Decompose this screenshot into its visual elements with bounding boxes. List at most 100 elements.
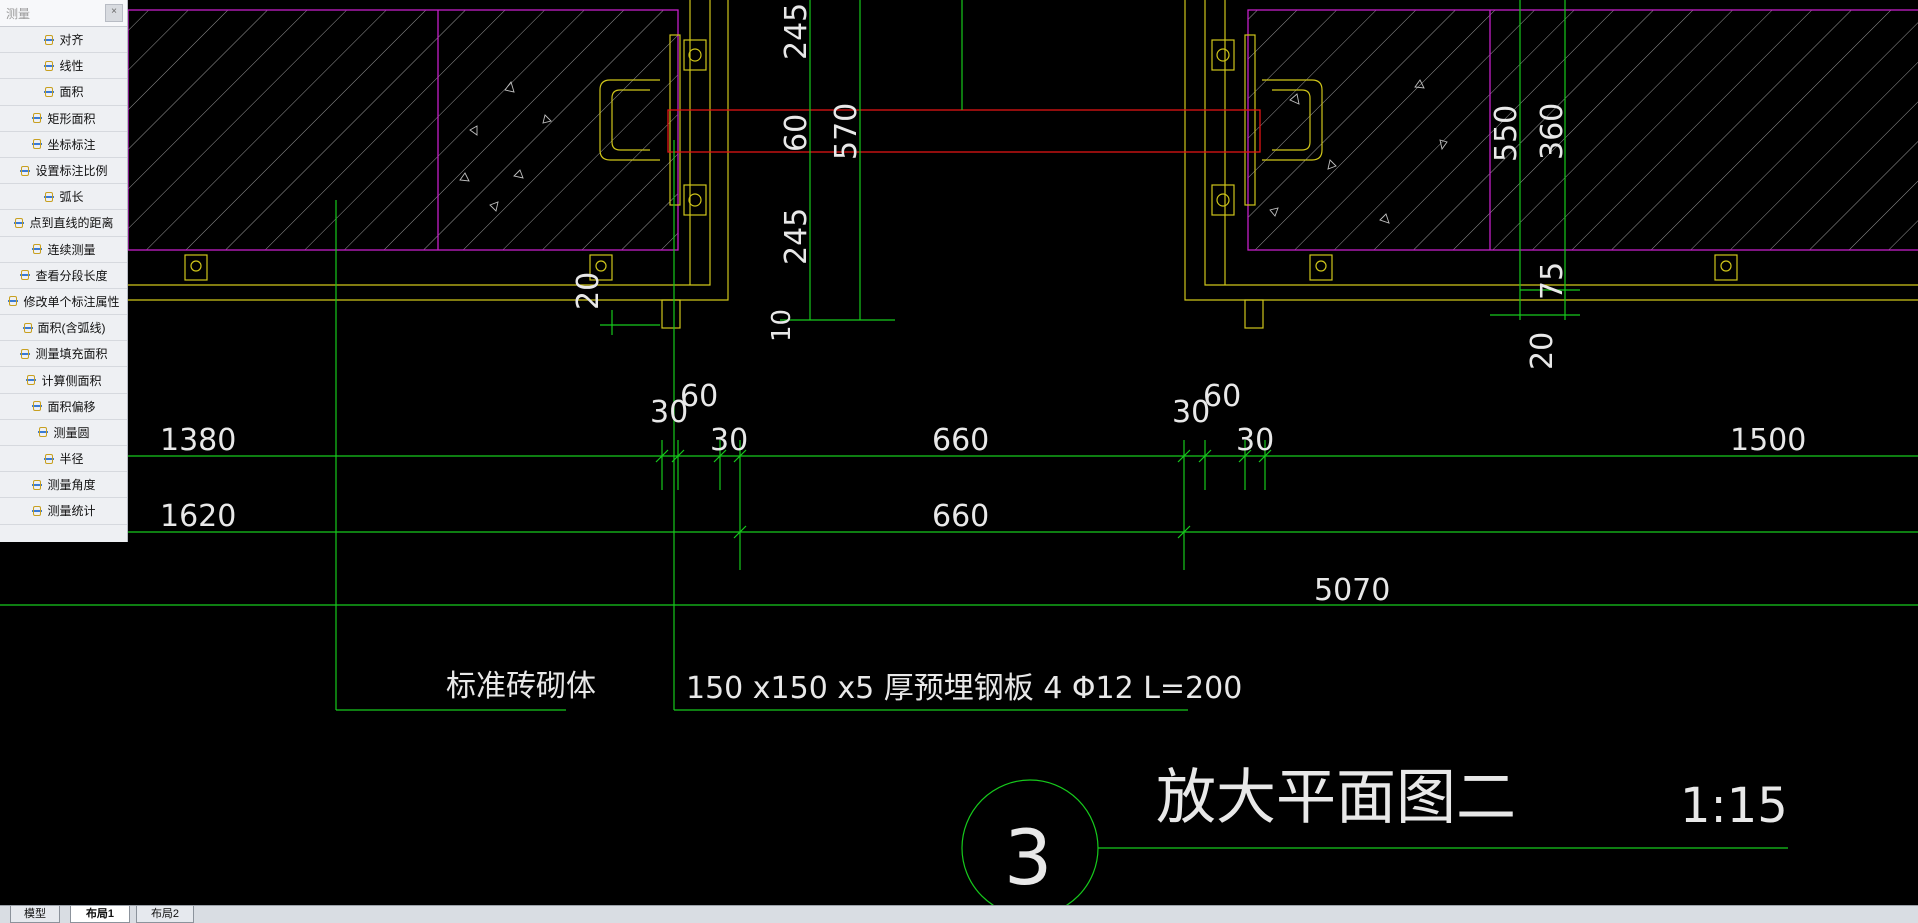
stats-icon [31, 505, 43, 517]
tool-label: 测量圆 [53, 425, 90, 440]
angle-icon [31, 479, 43, 491]
tool-area[interactable]: 面积 [0, 79, 127, 106]
detail-number: 3 [1004, 813, 1052, 902]
tool-label: 弧长 [59, 190, 84, 205]
continuous-icon [31, 243, 43, 255]
dim-660-a: 660 [932, 423, 989, 458]
tool-offset[interactable]: 面积偏移 [0, 394, 127, 420]
side-area-icon [25, 374, 37, 386]
right-wall [1247, 9, 1918, 251]
dim-360: 360 [1535, 103, 1570, 160]
dim-20-right: 20 [1525, 332, 1560, 370]
dim-75: 75 [1535, 262, 1570, 300]
tool-point-line[interactable]: 点到直线的距离 [0, 210, 127, 237]
tab-layout1[interactable]: 布局1 [70, 906, 130, 923]
linear-icon [43, 60, 55, 72]
tool-edit-dim[interactable]: 修改单个标注属性 [0, 289, 127, 316]
tool-radius[interactable]: 半径 [0, 446, 127, 473]
panel-title: 测量 [6, 6, 31, 21]
tool-label: 测量填充面积 [35, 347, 108, 362]
tool-stats[interactable]: 测量统计 [0, 498, 127, 525]
dim-1620: 1620 [160, 499, 236, 534]
tool-circle[interactable]: 测量圆 [0, 420, 127, 446]
tool-segment[interactable]: 查看分段长度 [0, 263, 127, 289]
dim-245-top: 245 [779, 3, 814, 60]
dimension-ticks [655, 449, 1272, 539]
dim-30-c: 30 [1172, 395, 1210, 430]
dim-245-bottom: 245 [779, 208, 814, 265]
tool-scale[interactable]: 设置标注比例 [0, 158, 127, 185]
tool-label: 线性 [59, 59, 84, 74]
offset-icon [31, 400, 43, 412]
label-brick-masonry: 标准砖砌体 [446, 669, 596, 704]
dim-660-b: 660 [932, 499, 989, 534]
tool-arc-area[interactable]: 面积(含弧线) [0, 315, 127, 342]
align-icon [43, 34, 55, 46]
tool-label: 测量统计 [47, 504, 96, 519]
tool-linear[interactable]: 线性 [0, 53, 127, 80]
tool-fill-area[interactable]: 测量填充面积 [0, 341, 127, 368]
steel-beam [667, 109, 1261, 153]
tool-align[interactable]: 对齐 [0, 27, 127, 54]
tool-list: 对齐线性面积矩形面积坐标标注设置标注比例弧长点到直线的距离连续测量查看分段长度修… [0, 27, 127, 525]
tool-continuous[interactable]: 连续测量 [0, 237, 127, 263]
tool-label: 坐标标注 [47, 137, 96, 152]
tool-label: 面积(含弧线) [37, 321, 106, 336]
point-line-icon [13, 217, 25, 229]
tab-model[interactable]: 模型 [10, 906, 60, 923]
tool-label: 面积偏移 [47, 399, 96, 414]
dim-550: 550 [1489, 105, 1524, 162]
tool-label: 计算侧面积 [41, 373, 102, 388]
tool-label: 点到直线的距离 [29, 216, 114, 231]
tab-layout2[interactable]: 布局2 [136, 906, 194, 923]
tool-label: 查看分段长度 [35, 268, 108, 283]
tool-label: 修改单个标注属性 [23, 294, 120, 309]
area-icon [43, 86, 55, 98]
measure-panel: 测量 × 对齐线性面积矩形面积坐标标注设置标注比例弧长点到直线的距离连续测量查看… [0, 0, 128, 542]
dim-30-d: 30 [1236, 423, 1274, 458]
dim-60-vertical: 60 [779, 114, 814, 152]
segment-icon [19, 269, 31, 281]
tool-label: 面积 [59, 85, 84, 100]
tool-rect-area[interactable]: 矩形面积 [0, 106, 127, 132]
dim-60-a: 60 [680, 379, 718, 414]
edit-dim-icon [7, 295, 19, 307]
arc-icon [43, 191, 55, 203]
layout-tab-bar: 模型 布局1 布局2 [0, 905, 1918, 923]
dim-60-b: 60 [1203, 379, 1241, 414]
close-icon[interactable]: × [105, 4, 123, 22]
tool-angle[interactable]: 测量角度 [0, 472, 127, 499]
dim-1380: 1380 [160, 423, 236, 458]
dim-30-a: 30 [650, 395, 688, 430]
fill-area-icon [19, 348, 31, 360]
dim-5070: 5070 [1314, 573, 1390, 608]
dim-30-b: 30 [710, 423, 748, 458]
drawing-scale: 1:15 [1680, 778, 1788, 834]
dim-10: 10 [767, 309, 797, 342]
arc-area-icon [22, 322, 34, 334]
panel-header: 测量 × [0, 0, 127, 27]
coordinate-icon [31, 138, 43, 150]
tool-label: 矩形面积 [47, 111, 96, 126]
radius-icon [43, 453, 55, 465]
tool-arc[interactable]: 弧长 [0, 184, 127, 211]
tool-label: 连续测量 [47, 242, 96, 257]
tool-side-area[interactable]: 计算侧面积 [0, 367, 127, 394]
dim-570: 570 [829, 103, 864, 160]
right-embed-detail [1184, 0, 1918, 329]
label-embedded-plate: 150 x150 x5 厚预埋钢板 4 Φ12 L=200 [686, 671, 1242, 706]
tool-coordinate[interactable]: 坐标标注 [0, 132, 127, 158]
tool-label: 测量角度 [47, 478, 96, 493]
left-embed-detail [128, 0, 729, 329]
circle-icon [37, 426, 49, 438]
dim-20-left: 20 [571, 272, 606, 310]
left-wall [127, 9, 679, 251]
drawing-title: 放大平面图二 [1156, 763, 1516, 833]
tool-label: 半径 [59, 452, 84, 467]
rect-area-icon [31, 112, 43, 124]
tool-label: 设置标注比例 [35, 164, 108, 179]
tool-label: 对齐 [59, 33, 84, 48]
